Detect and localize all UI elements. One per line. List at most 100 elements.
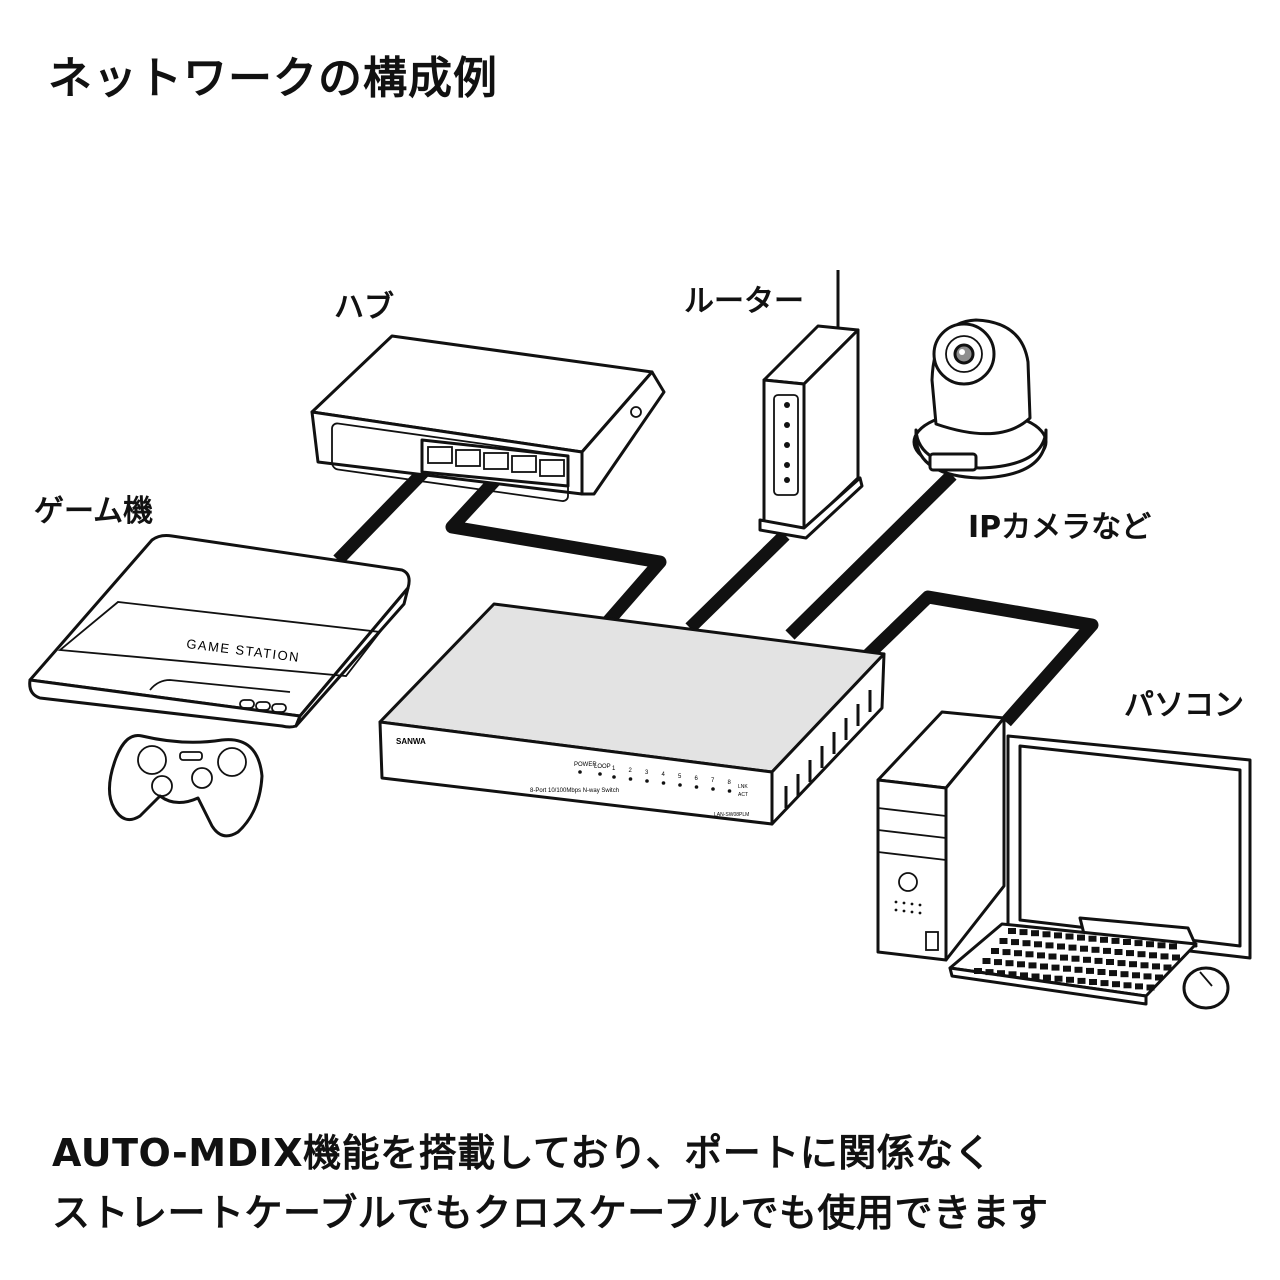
keyboard-key xyxy=(1111,937,1120,944)
keyboard-key xyxy=(1043,974,1051,981)
keyboard-key xyxy=(1157,942,1166,949)
diagram-title: ネットワークの構成例 xyxy=(48,53,498,104)
cable-pc-switch xyxy=(863,590,1099,727)
pc-mouse xyxy=(1182,966,1230,1010)
keyboard-key xyxy=(1040,963,1048,970)
label-hub: ハブ xyxy=(334,290,394,325)
keyboard-key xyxy=(1106,959,1114,965)
keyboard-key xyxy=(1146,941,1154,948)
switch-port-led xyxy=(694,785,699,789)
keyboard-key xyxy=(1025,951,1034,958)
keyboard-key xyxy=(1008,928,1016,934)
switch-vents xyxy=(784,690,872,808)
keyboard-key xyxy=(1089,979,1097,985)
switch-model-desc: 8-Port 10/100Mbps N-way Switch xyxy=(530,788,619,794)
cable-hub-switch xyxy=(445,457,667,630)
switch-port-led xyxy=(645,779,649,783)
keyboard-key xyxy=(991,948,999,954)
keyboard-key xyxy=(999,938,1008,944)
keyboard-key xyxy=(1149,952,1157,959)
keyboard-key xyxy=(1163,964,1172,971)
keyboard-key xyxy=(1135,983,1143,990)
switch-lnk-label: LNK xyxy=(738,784,748,790)
hub-ports xyxy=(427,446,565,477)
keyboard-key xyxy=(1112,981,1120,988)
keyboard-key xyxy=(1117,960,1126,967)
keyboard-key xyxy=(1054,975,1063,982)
keyboard-key xyxy=(1103,947,1111,954)
keyboard-key xyxy=(1126,950,1134,957)
label-router: ルーター xyxy=(684,284,804,319)
keyboard-key xyxy=(1152,963,1160,970)
keyboard-key xyxy=(1114,949,1123,955)
keyboard-key xyxy=(1019,929,1028,936)
keyboard-key xyxy=(1063,965,1071,972)
keyboard-key xyxy=(1140,962,1149,969)
keyboard-key xyxy=(1071,955,1080,962)
cable-router-switch xyxy=(685,530,790,633)
keyboard-key xyxy=(1057,943,1065,950)
keyboard-key xyxy=(1066,976,1074,983)
keyboard-key xyxy=(1077,934,1085,941)
switch-port-led xyxy=(711,787,715,791)
cables xyxy=(333,450,1099,727)
switch-port-led xyxy=(661,781,666,785)
pc-monitor xyxy=(1006,734,1252,972)
switch-status-led xyxy=(598,772,602,776)
keyboard-key xyxy=(1011,939,1019,946)
keyboard-key xyxy=(1097,969,1106,975)
keyboard-key xyxy=(1051,964,1060,971)
keyboard-key xyxy=(1137,951,1146,958)
switch-act-label: ACT xyxy=(738,792,748,798)
switch-port-label: 4 xyxy=(662,772,666,778)
keyboard-key xyxy=(1146,984,1155,991)
keyboard-key xyxy=(1094,957,1103,964)
caption-line-2: ストレートケーブルでもクロスケーブルでも使用できます xyxy=(52,1191,1049,1235)
game-console-device: GAME STATION xyxy=(28,534,411,729)
keyboard-key xyxy=(1134,940,1143,947)
switch-port-led xyxy=(727,789,732,793)
keyboard-key xyxy=(1172,954,1180,961)
pc-keyboard xyxy=(948,922,1198,1006)
router-device xyxy=(758,270,864,540)
switch-loop-label: LOOP xyxy=(594,764,611,770)
keyboard-key xyxy=(1048,953,1057,960)
keyboard-key xyxy=(1031,973,1040,980)
keyboard-key xyxy=(1100,936,1108,943)
keyboard-key xyxy=(1083,956,1091,963)
switch-port-led xyxy=(678,783,682,787)
switch-port-label: 8 xyxy=(728,780,732,786)
router-leds xyxy=(784,402,790,483)
keyboard-key xyxy=(1086,967,1094,974)
keyboard-key xyxy=(1132,972,1140,979)
keyboard-key xyxy=(1042,931,1051,938)
keyboard-key xyxy=(997,970,1005,977)
game-controller xyxy=(108,733,264,838)
pc-tower xyxy=(876,710,1006,962)
switch-power-label: POWER xyxy=(574,762,597,768)
keyboard-key xyxy=(1155,974,1163,981)
keyboard-key xyxy=(1129,961,1137,968)
switch-port-led xyxy=(612,775,616,779)
keyboard-key xyxy=(1028,962,1037,969)
keyboard-key xyxy=(1014,950,1022,957)
keyboard-key xyxy=(1060,954,1068,961)
keyboard-key xyxy=(1109,970,1117,977)
switch-brand: SANWA xyxy=(396,737,426,746)
keyboard-key xyxy=(1080,945,1088,952)
label-game: ゲーム機 xyxy=(34,494,154,529)
keyboard-key xyxy=(1054,932,1062,939)
keyboard-keys xyxy=(974,928,1180,991)
keyboard-key xyxy=(1123,982,1132,989)
keyboard-key xyxy=(1031,930,1039,937)
keyboard-key xyxy=(1022,940,1031,947)
keyboard-key xyxy=(1034,941,1042,948)
switch-port-label: 5 xyxy=(678,774,682,780)
label-pc: パソコン xyxy=(1124,688,1244,723)
keyboard-key xyxy=(1068,944,1077,951)
hub-device xyxy=(310,334,666,502)
switch-port-label: 2 xyxy=(629,768,633,774)
